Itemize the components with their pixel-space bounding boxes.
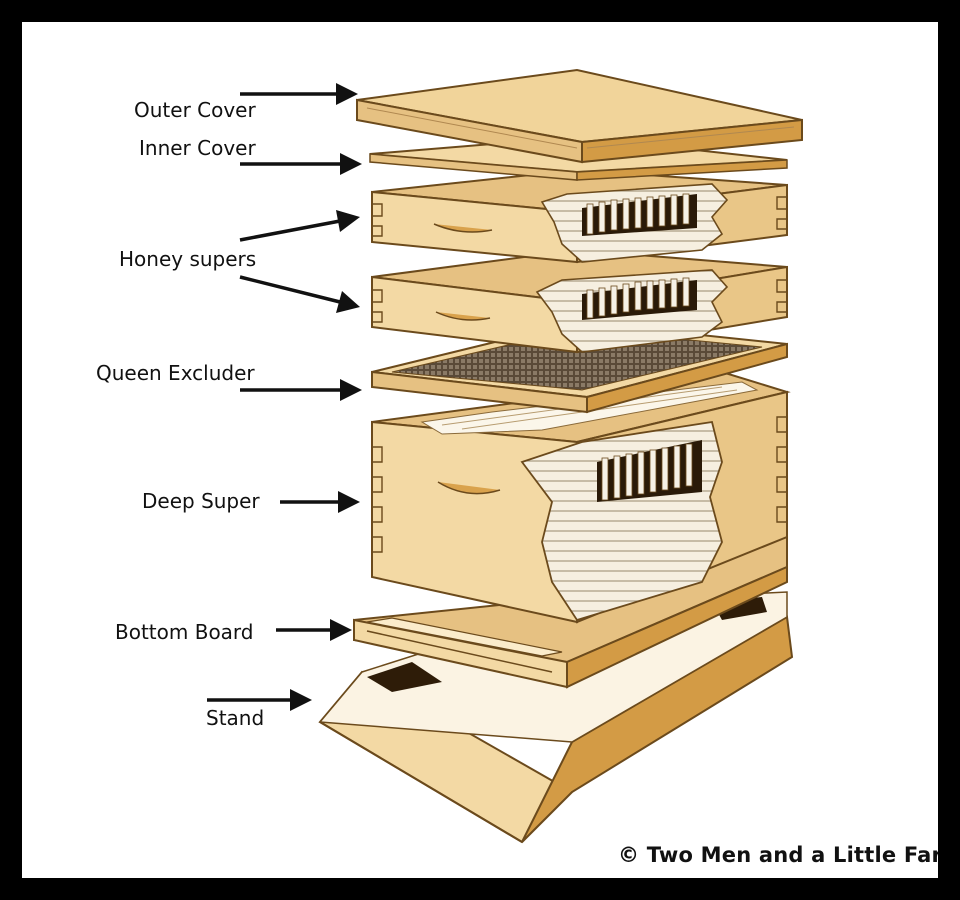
arrow-queen-excluder bbox=[240, 379, 362, 401]
copyright-notice: © Two Men and a Little Farm bbox=[618, 843, 938, 867]
label-bottom-board: Bottom Board bbox=[115, 620, 254, 644]
callout-arrows bbox=[207, 83, 362, 711]
arrow-outer-cover bbox=[240, 83, 358, 105]
queen-excluder-illustration bbox=[371, 320, 788, 414]
label-queen-excluder: Queen Excluder bbox=[96, 361, 255, 385]
arrow-deep-super bbox=[280, 491, 360, 513]
arrow-honey-super-lower bbox=[239, 275, 360, 313]
label-honey-supers: Honey supers bbox=[119, 247, 257, 271]
label-stand: Stand bbox=[206, 706, 265, 730]
label-inner-cover: Inner Cover bbox=[139, 136, 256, 160]
outer-cover-illustration bbox=[356, 68, 803, 164]
arrow-inner-cover bbox=[240, 153, 362, 175]
diagram-frame: Outer Cover Inner Cover Honey supers Que… bbox=[22, 22, 938, 878]
honey-super-upper-illustration bbox=[371, 168, 788, 264]
arrow-honey-super-upper bbox=[239, 210, 360, 242]
arrow-bottom-board bbox=[276, 619, 352, 641]
arrow-stand bbox=[207, 689, 312, 711]
beehive-diagram bbox=[207, 68, 803, 844]
label-deep-super: Deep Super bbox=[142, 489, 260, 513]
label-outer-cover: Outer Cover bbox=[134, 98, 256, 122]
honey-super-lower-illustration bbox=[371, 248, 788, 354]
deep-super-illustration bbox=[371, 370, 791, 624]
